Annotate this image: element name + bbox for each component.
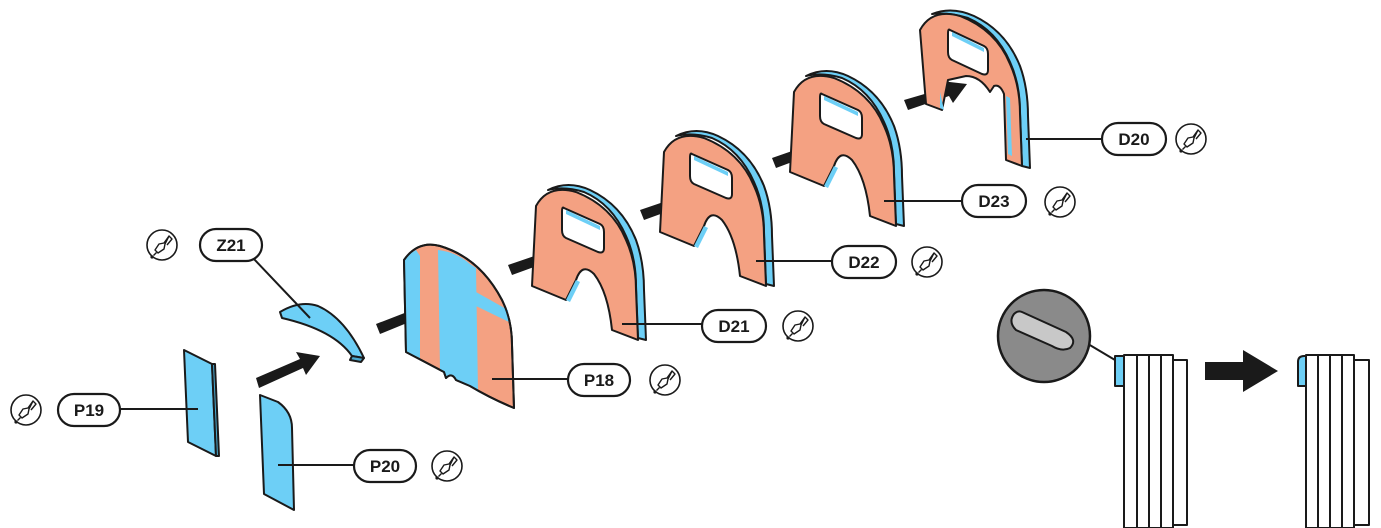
detail-before — [1077, 337, 1188, 528]
glue-bottle-icon — [782, 310, 814, 342]
label-p19: P19 — [56, 392, 122, 428]
svg-text:P19: P19 — [74, 401, 104, 420]
svg-text:P20: P20 — [370, 457, 400, 476]
part-d23 — [789, 70, 905, 227]
label-d22: D22 — [830, 244, 898, 280]
svg-text:D22: D22 — [848, 253, 879, 272]
glue-bottle-icon — [649, 364, 681, 396]
svg-text:D23: D23 — [978, 192, 1009, 211]
svg-text:Z21: Z21 — [216, 236, 245, 255]
detail-after — [1297, 354, 1370, 528]
detail-arrow — [1205, 350, 1278, 392]
svg-text:D20: D20 — [1118, 130, 1149, 149]
arrow-p19-z21 — [256, 352, 320, 388]
part-p19 — [183, 349, 220, 457]
part-d21 — [531, 184, 647, 341]
part-d20 — [919, 9, 1031, 169]
label-p20: P20 — [352, 448, 418, 484]
part-z21 — [279, 303, 365, 363]
glue-bottle-icon — [146, 229, 178, 261]
part-p20 — [259, 394, 295, 511]
label-z21: Z21 — [198, 227, 264, 263]
label-d21: D21 — [700, 308, 768, 344]
part-p18 — [403, 243, 515, 409]
label-d20: D20 — [1100, 121, 1168, 157]
leader-z21 — [252, 257, 311, 319]
svg-text:P18: P18 — [584, 371, 614, 390]
label-p18: P18 — [566, 362, 632, 398]
label-d23: D23 — [960, 183, 1028, 219]
glue-bottle-icon — [431, 450, 463, 482]
glue-bottle-icon — [911, 246, 943, 278]
svg-text:D21: D21 — [718, 317, 749, 336]
detail-magnifier-icon — [996, 288, 1092, 384]
part-d22 — [659, 130, 775, 287]
glue-bottle-icon — [1175, 123, 1207, 155]
glue-bottle-icon — [1044, 186, 1076, 218]
glue-bottle-icon — [10, 394, 42, 426]
